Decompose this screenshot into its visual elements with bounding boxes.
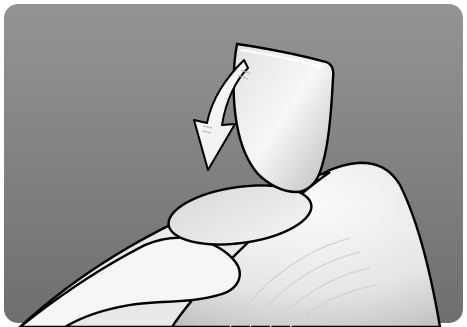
- battery-cover-diagram: [0, 0, 467, 327]
- instruction-illustration: [0, 0, 467, 327]
